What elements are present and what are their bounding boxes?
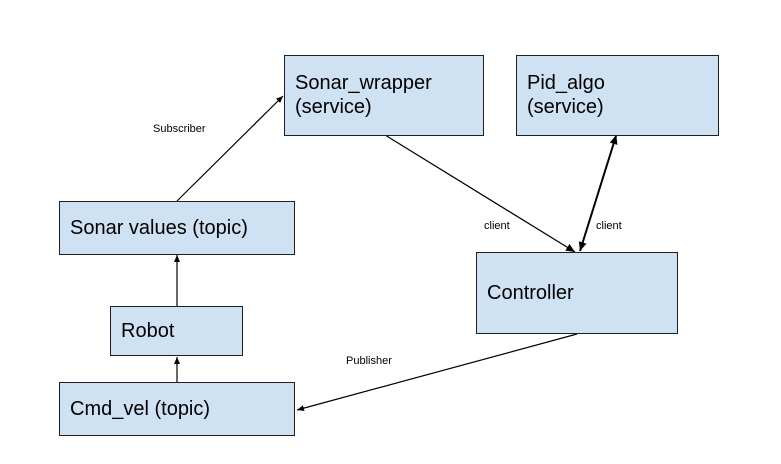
node-controller: Controller: [476, 252, 678, 334]
node-sonar-values: Sonar values (topic): [59, 201, 295, 255]
label-subscriber: Subscriber: [153, 123, 206, 135]
node-cmd-vel: Cmd_vel (topic): [59, 382, 295, 436]
node-robot: Robot: [110, 306, 243, 356]
edge-sonar-wrapper-to-controller: [384, 134, 576, 253]
node-sonar-wrapper: Sonar_wrapper (service): [284, 55, 484, 136]
node-pid-algo: Pid_algo (service): [516, 55, 719, 136]
label-publisher: Publisher: [346, 355, 392, 367]
edge-controller-to-cmd-vel: [296, 333, 578, 412]
label-client-left: client: [484, 220, 510, 232]
edge-pid-algo-controller: [578, 135, 618, 252]
label-client-right: client: [596, 220, 622, 232]
edge-sonar-values-to-sonar-wrapper: [176, 95, 284, 202]
